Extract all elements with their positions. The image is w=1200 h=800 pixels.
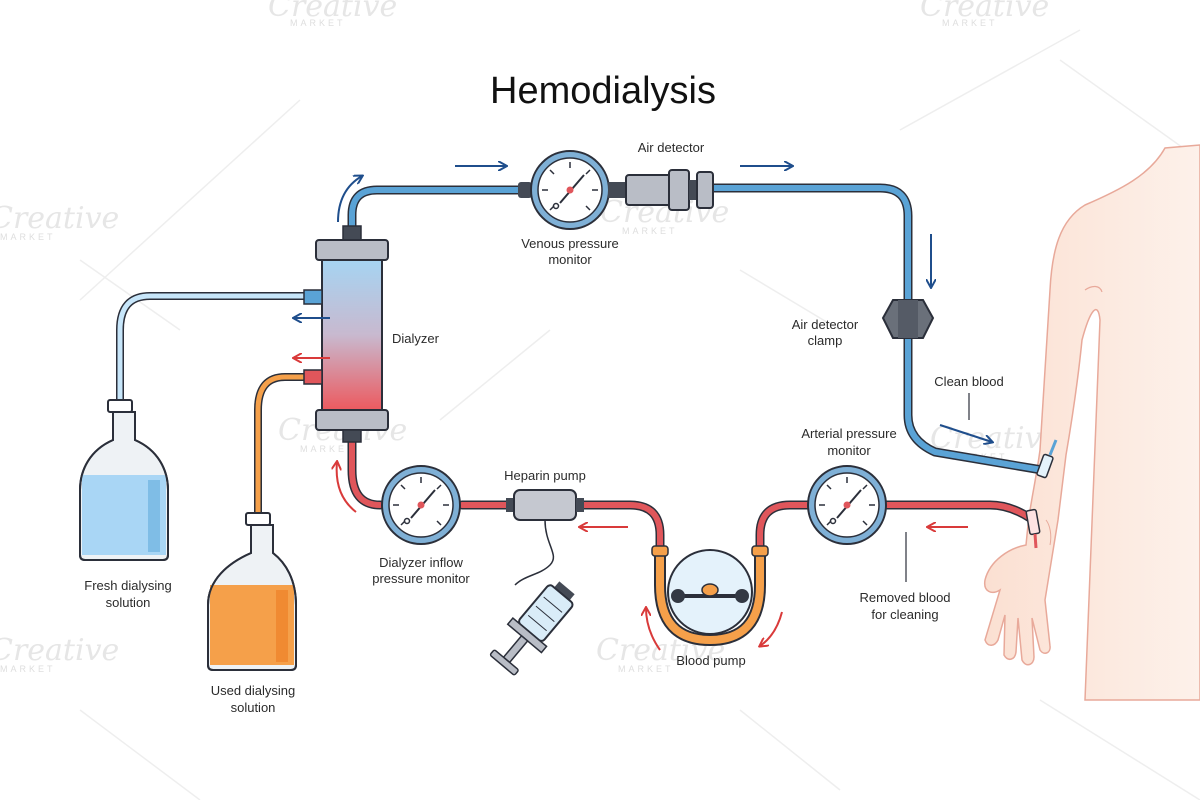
fresh-dialysate-bottle — [79, 399, 169, 561]
fresh-dialysate-line — [116, 292, 305, 402]
label-dialyzer-inflow-2: pressure monitor — [372, 571, 470, 586]
label-arterial-pressure-monitor-1: Arterial pressure — [801, 426, 896, 441]
svg-text:MARKET: MARKET — [622, 226, 678, 236]
label-heparin-pump: Heparin pump — [504, 468, 586, 483]
arrow-curve-icon — [646, 608, 661, 651]
label-air-detector: Air detector — [638, 140, 705, 155]
label-arterial-pressure-monitor-2: monitor — [827, 443, 871, 458]
label-venous-pressure-monitor-2: monitor — [548, 252, 592, 267]
flow-arrows-red — [294, 358, 968, 651]
label-fresh-dialysing-1: Fresh dialysing — [84, 578, 171, 593]
venous-pressure-gauge — [518, 150, 610, 230]
arrow-curve-icon — [760, 611, 783, 646]
heparin-pump — [506, 489, 584, 586]
svg-text:MARKET: MARKET — [0, 664, 56, 674]
blood-pump — [651, 545, 769, 647]
svg-text:MARKET: MARKET — [618, 664, 674, 674]
svg-text:MARKET: MARKET — [942, 18, 998, 28]
arterial-pressure-gauge — [807, 465, 887, 545]
label-fresh-dialysing-2: solution — [106, 595, 151, 610]
svg-text:Creative: Creative — [0, 201, 119, 236]
svg-text:MARKET: MARKET — [0, 232, 56, 242]
watermark-lines — [79, 29, 1200, 800]
label-used-dialysing-1: Used dialysing — [211, 683, 296, 698]
label-clean-blood: Clean blood — [934, 374, 1003, 389]
label-venous-pressure-monitor-1: Venous pressure — [521, 236, 619, 251]
dialyzer — [303, 225, 389, 443]
svg-text:MARKET: MARKET — [290, 18, 346, 28]
page-title: Hemodialysis — [490, 70, 716, 112]
label-blood-pump: Blood pump — [676, 653, 745, 668]
arrow-curve-icon — [337, 176, 362, 223]
patient-arm — [983, 144, 1200, 701]
label-used-dialysing-2: solution — [231, 700, 276, 715]
label-removed-blood-1: Removed blood — [859, 590, 950, 605]
syringe — [489, 581, 575, 676]
dialyzer-inflow-pressure-gauge — [381, 465, 461, 545]
air-detector — [608, 169, 714, 211]
used-dialysate-bottle — [207, 512, 297, 671]
venous-catheter — [1036, 439, 1058, 479]
arterial-blood-line — [347, 435, 1035, 560]
label-dialyzer: Dialyzer — [392, 331, 440, 346]
svg-text:MARKET: MARKET — [300, 444, 356, 454]
svg-text:Creative: Creative — [0, 633, 119, 668]
arrow-right-icon — [939, 424, 992, 442]
air-detector-clamp — [881, 299, 935, 339]
arrow-curve-icon — [337, 462, 357, 513]
svg-text:Creative: Creative — [920, 0, 1049, 24]
used-dialysate-line — [254, 373, 305, 515]
label-dialyzer-inflow-1: Dialyzer inflow — [379, 555, 463, 570]
label-removed-blood-2: for cleaning — [871, 607, 938, 622]
label-air-detector-clamp-2: clamp — [808, 333, 843, 348]
svg-text:Creative: Creative — [268, 0, 397, 24]
leader-lines — [905, 393, 970, 582]
arterial-catheter — [1025, 508, 1041, 549]
label-air-detector-clamp-1: Air detector — [792, 317, 859, 332]
flow-arrows-blue — [294, 166, 992, 442]
